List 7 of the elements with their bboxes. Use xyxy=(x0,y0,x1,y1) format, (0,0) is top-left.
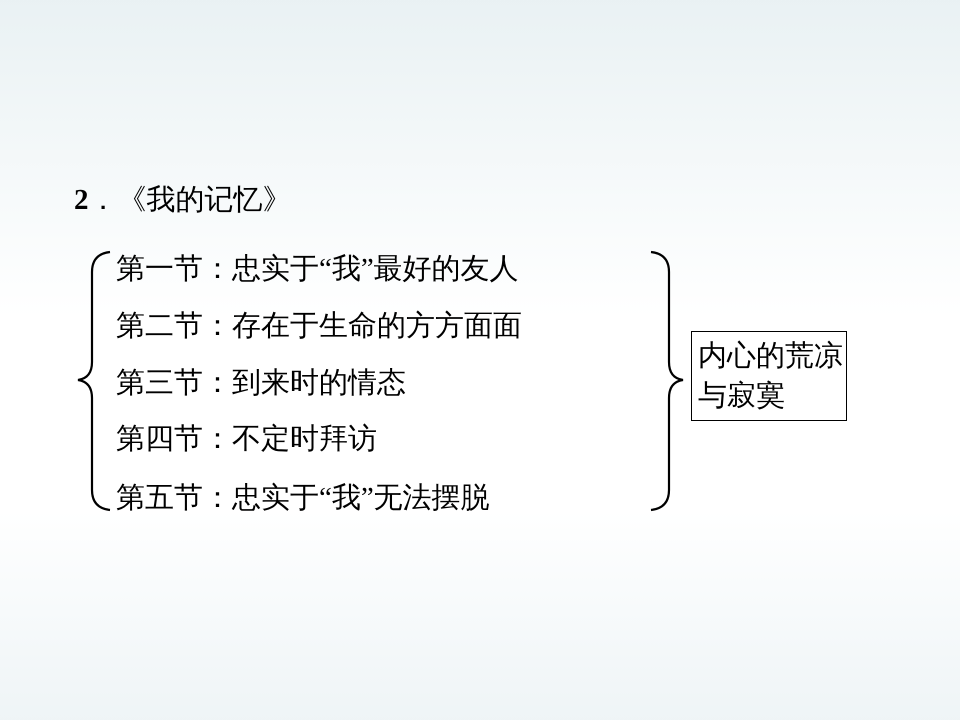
section-line: 第三节：到来时的情态 xyxy=(116,366,406,400)
section-line: 第五节：忠实于“我”无法摆脱 xyxy=(116,481,490,515)
section-line: 第四节：不定时拜访 xyxy=(116,422,377,456)
section-line: 第一节：忠实于“我”最好的友人 xyxy=(116,252,519,286)
title: 2．《我的记忆》 xyxy=(74,183,292,217)
summary-box: 内心的荒凉与寂寞 xyxy=(691,331,847,421)
section-line: 第二节：存在于生命的方方面面 xyxy=(116,309,522,343)
